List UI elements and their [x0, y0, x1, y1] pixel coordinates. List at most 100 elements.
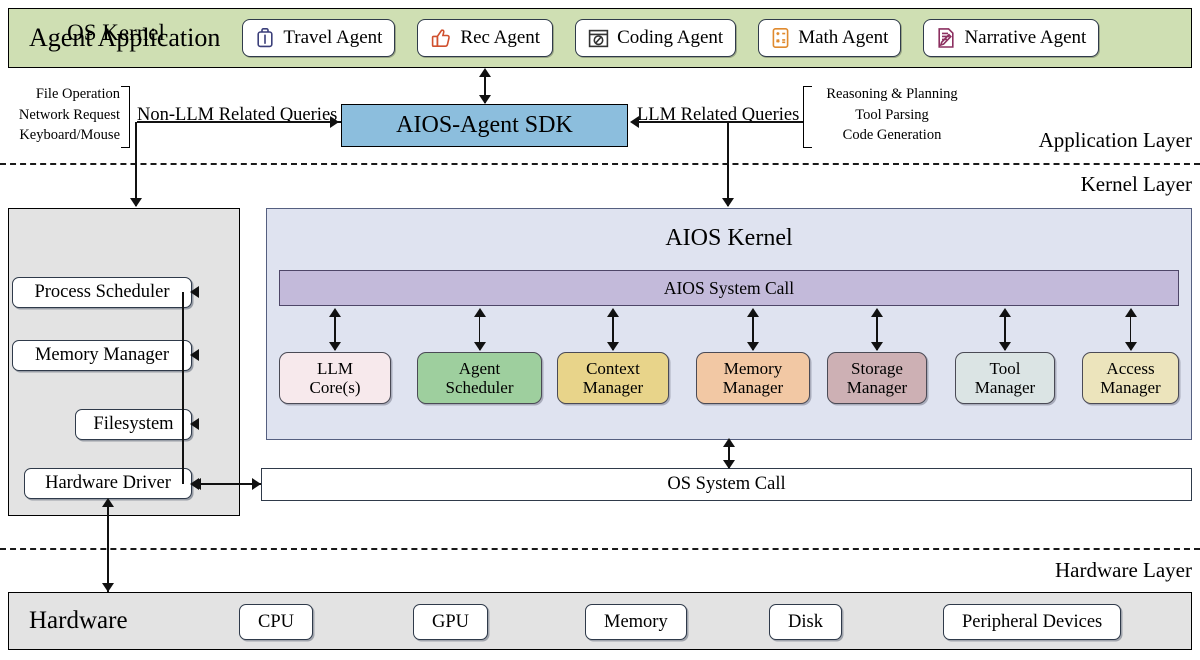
arrow-left-into-os-module [190, 418, 199, 430]
agent-application-title: Agent Application [29, 23, 221, 52]
aios-agent-sdk-box: AIOS-Agent SDK [341, 104, 628, 147]
agent-chip-label: Math Agent [798, 27, 889, 48]
connector-os-kernel-bus [182, 292, 184, 484]
arrow-down-to-aios-module [473, 342, 486, 351]
llm-query-item: Tool Parsing [855, 106, 929, 123]
aios-module-line1: Tool [989, 358, 1021, 378]
arrow-down-to-sdk [479, 95, 491, 104]
llm-query-item: Reasoning & Planning [826, 86, 958, 102]
os-system-call-bar: OS System Call [261, 468, 1192, 501]
hardware-chip-memory: Memory [585, 604, 687, 640]
arrow-down-to-aios-module [329, 342, 341, 351]
arrow-left-into-os-module [190, 349, 199, 361]
arrow-down-into-os-kernel [130, 198, 142, 207]
connector-syscall-to-module [612, 310, 614, 350]
arrow-up-to-aios-system-call [607, 308, 619, 317]
agent-chip-coding-agent[interactable]: Coding Agent [575, 19, 737, 57]
agent-chip-label: Coding Agent [617, 27, 724, 48]
arrow-down-to-aios-module [871, 342, 883, 351]
connector-app-to-sdk [484, 70, 486, 103]
arrow-right-into-sdk [330, 116, 339, 128]
agent-chip-rec-agent[interactable]: Rec Agent [417, 19, 554, 57]
aios-module-line1: LLM [317, 358, 353, 378]
arrow-up-to-aios-system-call [747, 308, 759, 317]
llm-bracket [803, 86, 812, 148]
aios-module-line2: Core(s) [309, 378, 361, 397]
arrow-down-to-os-system-call [723, 460, 735, 469]
arrow-down-to-hardware-band [102, 583, 114, 592]
connector-os-kernel-to-hardware [107, 500, 109, 592]
agent-chip-label: Travel Agent [283, 27, 383, 48]
application-layer-label: Application Layer [1038, 128, 1192, 152]
hardware-chip-gpu: GPU [413, 604, 489, 640]
arrow-up-to-aios-system-call [871, 308, 883, 317]
arrow-down-to-aios-module [607, 342, 619, 351]
agent-chip-narrative-agent[interactable]: Narrative Agent [923, 19, 1100, 57]
aios-module-line1: Access [1106, 358, 1155, 378]
agent-chip-travel-agent[interactable]: Travel Agent [242, 19, 396, 57]
aios-module-line2: Manager [582, 378, 644, 397]
arrow-up-to-aios-kernel [723, 438, 735, 447]
os-kernel-module-filesystem: Filesystem [75, 409, 192, 440]
document-pen-icon [936, 27, 956, 49]
llm-query-items: Reasoning & Planning Tool Parsing Code G… [812, 84, 972, 146]
connector-syscall-to-module [478, 310, 481, 350]
aios-module-line1: Context [586, 358, 640, 378]
thumbs-up-icon [430, 27, 452, 49]
connector-non-llm-to-sdk [137, 121, 341, 123]
agent-chip-label: Rec Agent [460, 27, 541, 48]
non-llm-query-items: File Operation Network Request Keyboard/… [8, 84, 120, 146]
connector-syscall-to-module [1129, 310, 1132, 350]
aios-module-line1: Agent [458, 358, 501, 378]
connector-llm-to-sdk [638, 121, 803, 123]
calculator-icon [771, 27, 790, 49]
agent-application-band: Agent Application Travel Agent Rec Agent C… [8, 8, 1192, 68]
arrow-up-to-aios-system-call [329, 308, 341, 317]
arrow-left-into-os-module [190, 286, 199, 298]
aios-module-line1: Storage [851, 358, 903, 378]
os-kernel-title: OS Kernel [67, 20, 165, 45]
hardware-chip-cpu: CPU [239, 604, 313, 640]
agent-chip-math-agent[interactable]: Math Agent [758, 19, 902, 57]
arrow-down-into-aios-kernel [722, 198, 734, 207]
hardware-band: Hardware CPU GPU Memory Disk Peripheral Devi… [8, 592, 1192, 650]
arrow-left-into-sdk [630, 116, 639, 128]
connector-syscall-to-module [876, 310, 878, 350]
connector-hardware-driver-to-os-system-call [194, 483, 261, 485]
llm-query-item: Code Generation [842, 127, 942, 144]
arrow-right-into-os-system-call [252, 478, 261, 490]
hardware-title: Hardware [29, 607, 128, 634]
arrow-left-into-hardware-driver [192, 478, 201, 490]
aios-kernel-title: AIOS Kernel [665, 225, 793, 251]
hardware-chip-disk: Disk [769, 604, 842, 640]
aios-module-line2: Scheduler [445, 378, 514, 397]
connector-syscall-to-module [752, 310, 754, 350]
code-window-icon [588, 28, 609, 49]
aios-module-line2: Manager [974, 378, 1036, 397]
hardware-chip-peripheral-devices: Peripheral Devices [943, 604, 1122, 640]
hardware-layer-label: Hardware Layer [1055, 558, 1192, 582]
connector-non-llm-to-os-kernel [135, 122, 137, 206]
connector-syscall-to-module [334, 310, 336, 350]
aios-module-line1: Memory [723, 358, 783, 378]
arrow-down-to-aios-module [1124, 342, 1137, 351]
non-llm-query-item: File Operation [35, 86, 120, 102]
connector-llm-to-aios-kernel [727, 122, 729, 206]
application-kernel-divider [0, 163, 1200, 165]
os-kernel-module-hardware-driver: Hardware Driver [24, 468, 192, 499]
non-llm-query-item: Keyboard/Mouse [19, 127, 120, 144]
non-llm-bracket [121, 86, 130, 148]
kernel-hardware-divider [0, 548, 1200, 550]
aios-module-line2: Manager [722, 378, 784, 397]
arrow-up-to-aios-system-call [1124, 308, 1137, 317]
aios-module-line2: Manager [1100, 378, 1161, 397]
non-llm-query-label: Non-LLM Related Queries [137, 105, 338, 125]
arrow-down-to-aios-module [747, 342, 759, 351]
suitcase-icon [255, 27, 275, 49]
arrow-up-to-app-band [479, 68, 491, 77]
